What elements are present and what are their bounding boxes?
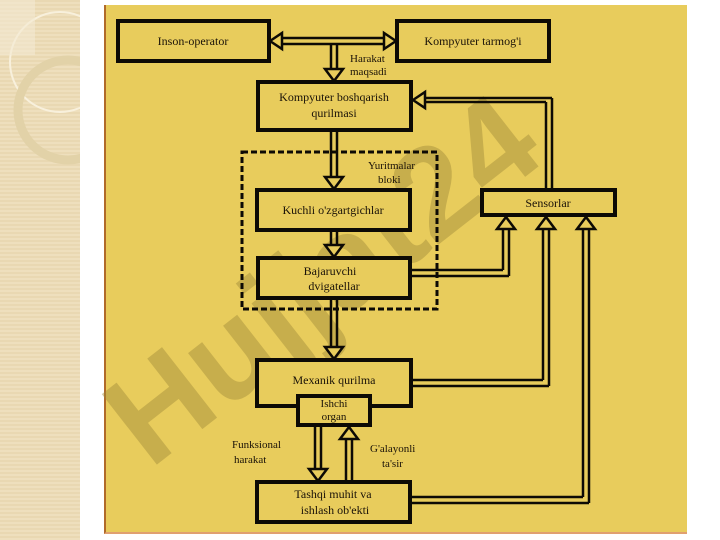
motors-label-line2: dvigatellar <box>308 279 359 293</box>
box-network: Kompyuter tarmog'i <box>395 19 551 63</box>
box-working-organ: Ishchi organ <box>296 394 372 427</box>
goal-label-line2: maqsadi <box>350 66 387 78</box>
functional-label-line2: harakat <box>234 454 266 466</box>
box-motors: Bajaruvchi dvigatellar <box>256 256 412 300</box>
mechanism-label: Mexanik qurilma <box>293 373 377 387</box>
box-sensors: Sensorlar <box>480 188 617 217</box>
arrow-to-motors <box>322 243 346 260</box>
controller-label-line2: qurilmasi <box>311 106 357 120</box>
arrow-to-operator <box>267 30 284 52</box>
goal-label-line1: Harakat <box>350 53 385 65</box>
arrow-motors-to-sensors <box>494 214 518 231</box>
arrow-to-controller-feedback <box>410 89 427 111</box>
organ-label-line2: organ <box>322 411 347 423</box>
disturbance-label-line2: ta'sir <box>382 458 403 470</box>
box-controller: Kompyuter boshqarish qurilmasi <box>256 80 413 132</box>
organ-label-line1: Ishchi <box>321 398 348 410</box>
arrow-environment-to-sensors <box>574 214 598 231</box>
converters-label: Kuchli o'zgartgichlar <box>282 203 383 217</box>
drives-label-line1: Yuritmalar <box>368 160 415 172</box>
sensors-label: Sensorlar <box>525 196 570 210</box>
controller-label-line1: Kompyuter boshqarish <box>279 90 389 104</box>
box-operator: Inson-operator <box>116 19 271 63</box>
arrow-mechanism-to-sensors <box>534 214 558 231</box>
disturbance-label-line1: G'alayonli <box>370 443 415 455</box>
drives-label-line2: bloki <box>378 174 401 186</box>
arrow-to-controller <box>322 67 346 84</box>
environment-label-line1: Tashqi muhit va <box>294 487 372 501</box>
drives-block-boundary <box>240 150 439 311</box>
motors-label-line1: Bajaruvchi <box>304 264 357 278</box>
operator-label: Inson-operator <box>158 34 229 48</box>
arrow-to-network <box>382 30 399 52</box>
box-environment: Tashqi muhit va ishlash ob'ekti <box>255 480 412 524</box>
arrow-to-mechanism <box>322 345 346 362</box>
decorative-side-strip <box>0 0 80 540</box>
decorative-circles-icon <box>0 0 80 165</box>
environment-label-line2: ishlash ob'ekti <box>301 503 370 517</box>
arrow-to-converters <box>322 175 346 192</box>
box-converters: Kuchli o'zgartgichlar <box>255 188 412 232</box>
functional-label-line1: Funksional <box>232 439 281 451</box>
network-label: Kompyuter tarmog'i <box>424 34 522 48</box>
connectors <box>267 30 598 505</box>
arrow-to-organ <box>337 424 361 441</box>
arrow-to-environment <box>306 467 330 484</box>
